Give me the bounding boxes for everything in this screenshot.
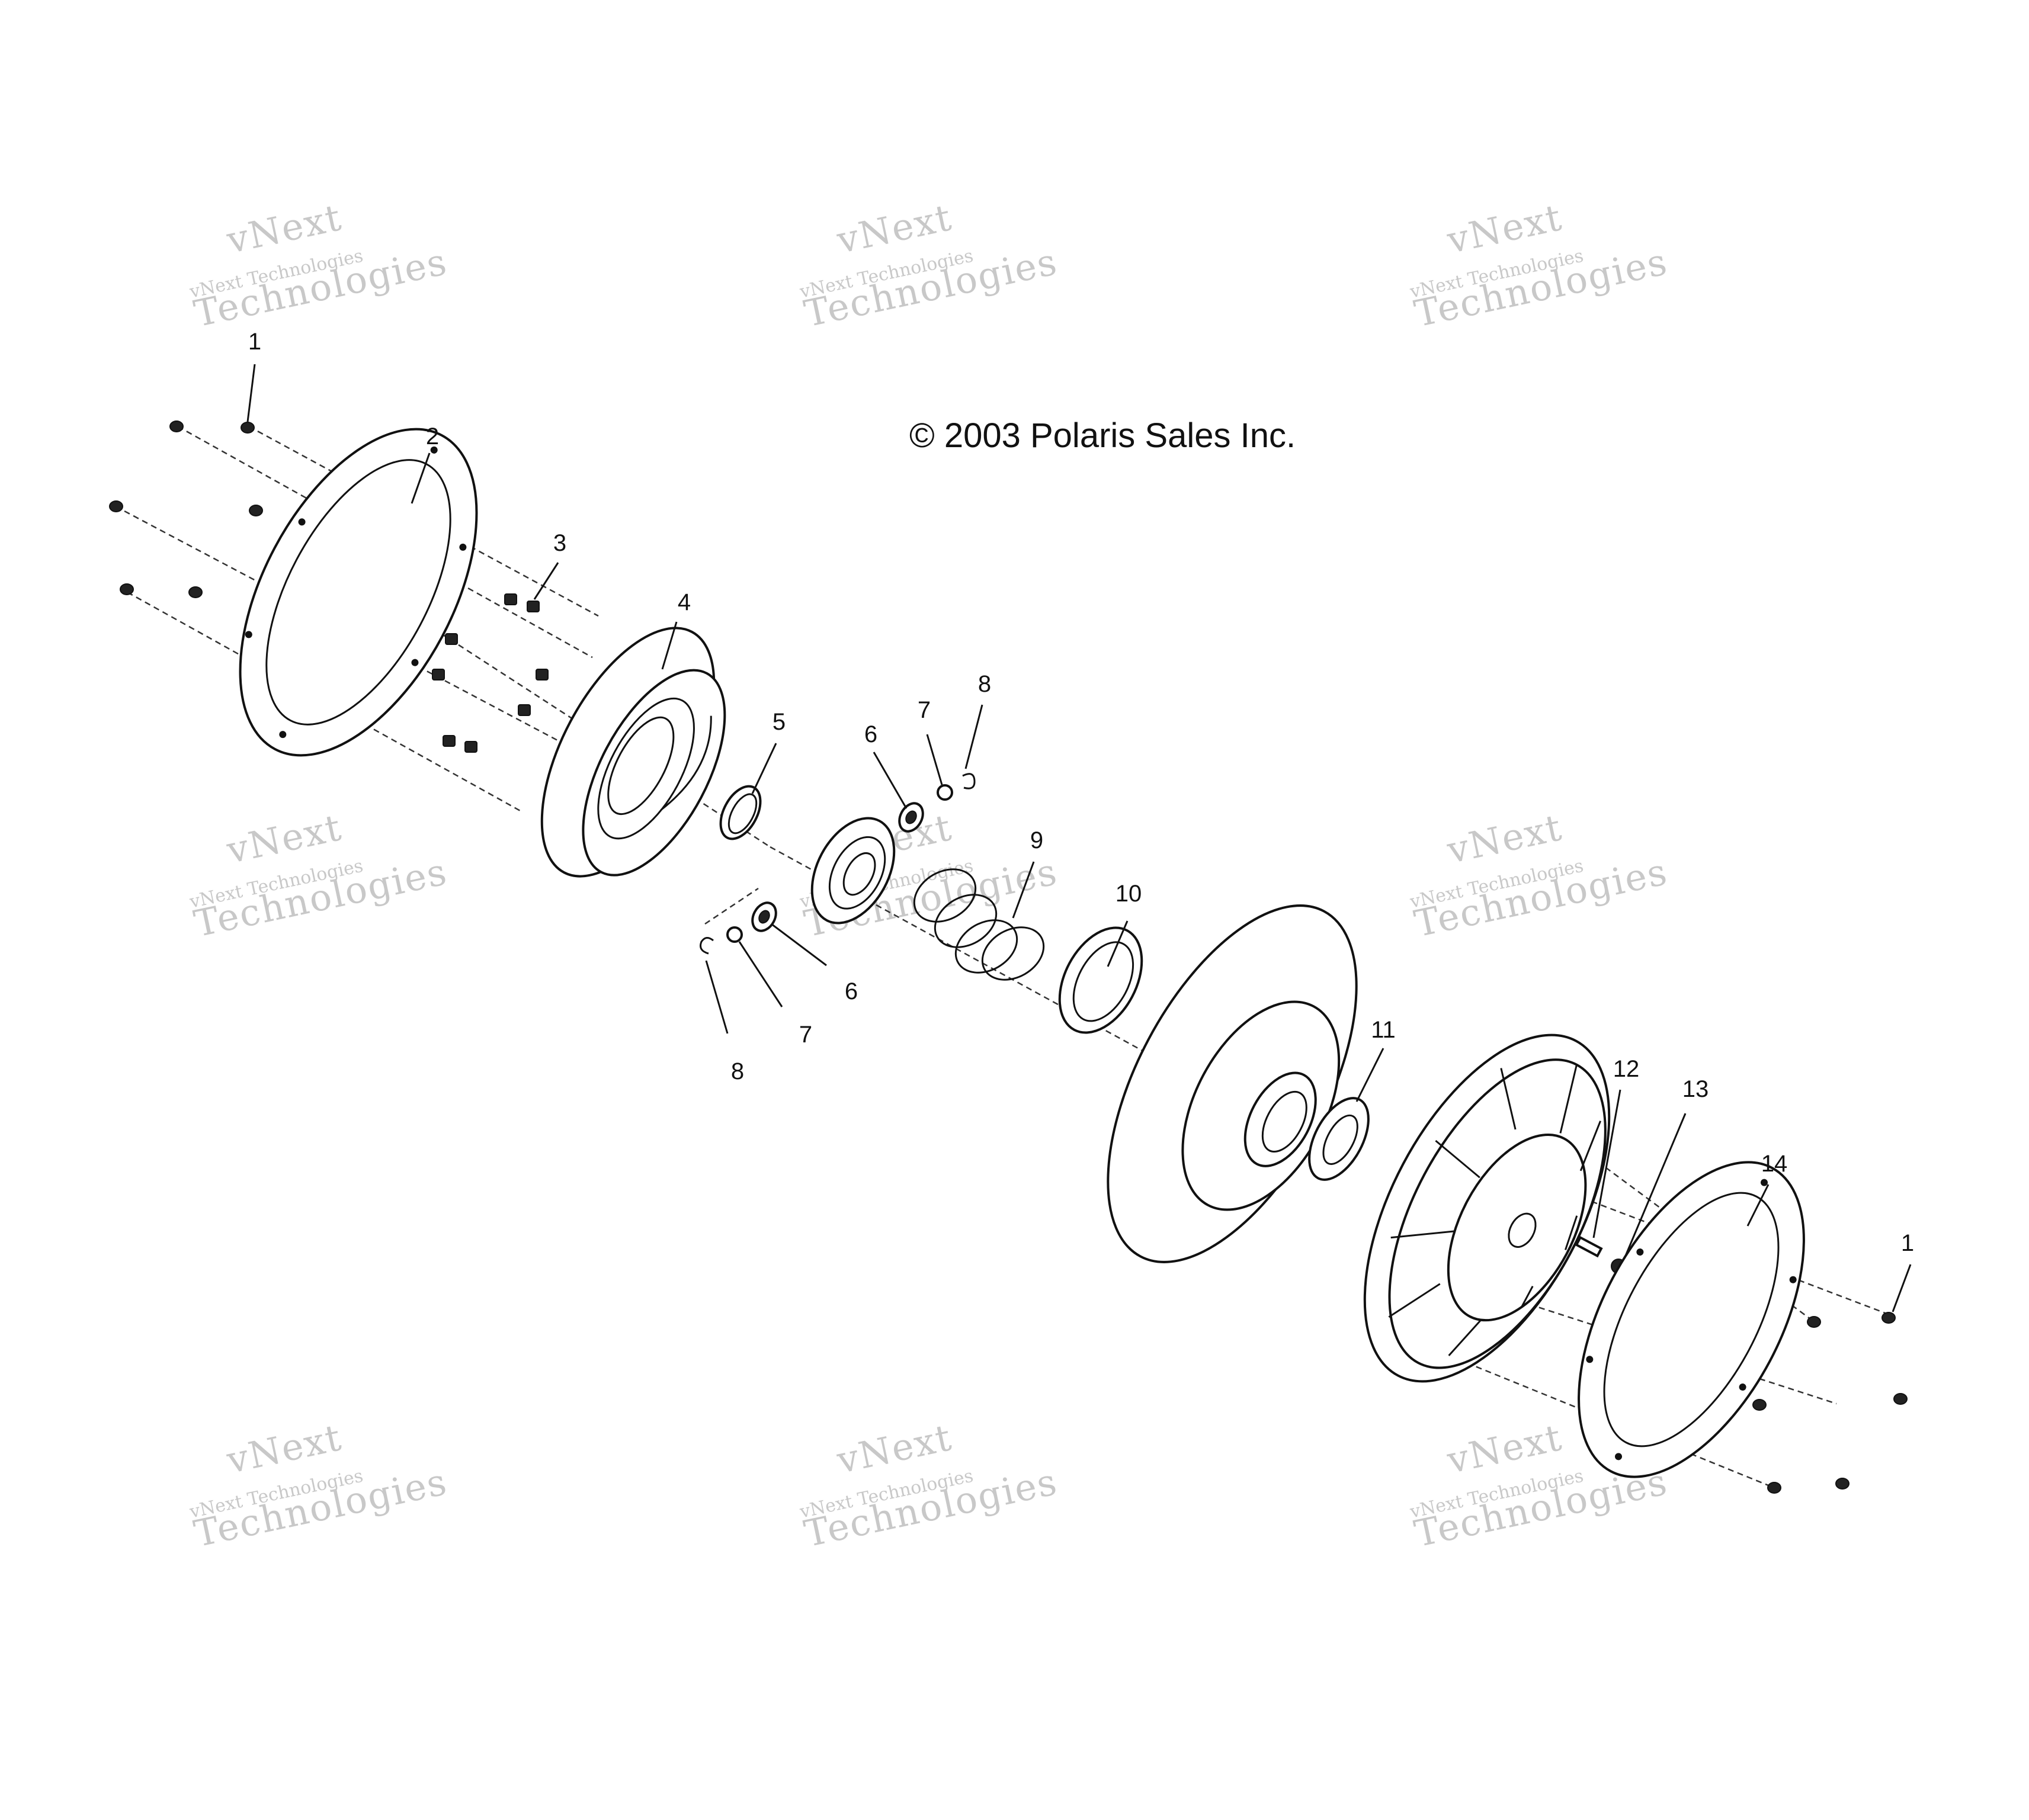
movable-sheave <box>1107 904 1358 1263</box>
bolt <box>1752 1399 1767 1411</box>
screw <box>536 669 549 681</box>
callout-9: 9 <box>1030 827 1043 853</box>
watermark: vNext vNext Technologies Technologies <box>797 1415 1061 1555</box>
callout-10: 10 <box>1116 881 1142 907</box>
screw <box>518 704 531 716</box>
callout-7-upper: 7 <box>918 697 931 723</box>
callout-6-upper: 6 <box>864 721 877 747</box>
callout-14: 14 <box>1761 1151 1788 1177</box>
watermark: vNext vNext Technologies Technologies <box>187 805 451 945</box>
bushing-upper <box>898 802 924 833</box>
bolt <box>1835 1478 1850 1490</box>
callout-2: 2 <box>426 423 439 450</box>
callout-12: 12 <box>1613 1056 1640 1082</box>
clip-upper <box>962 773 976 789</box>
watermark: vNext vNext Technologies Technologies <box>187 195 451 335</box>
watermark: vNext vNext Technologies Technologies <box>187 1415 451 1555</box>
screw <box>504 593 517 605</box>
retaining-ring <box>719 785 762 840</box>
cover-gasket-left <box>239 428 478 757</box>
fixed-sheave <box>1363 1033 1611 1383</box>
thrust-washer <box>1308 1097 1370 1181</box>
watermark: vNext vNext Technologies Technologies <box>797 195 1061 335</box>
seal-ring <box>1058 926 1143 1034</box>
callout-1-right: 1 <box>1901 1230 1914 1256</box>
bolt <box>188 586 203 598</box>
bolts-left <box>109 421 263 598</box>
screw <box>432 669 445 681</box>
washer-upper <box>937 784 953 801</box>
copyright-notice: © 2003 Polaris Sales Inc. <box>909 416 1296 455</box>
callout-6-lower: 6 <box>845 978 858 1004</box>
bolts-right <box>1752 1312 1908 1494</box>
callout-labels: 1 2 3 4 5 6 6 7 7 8 8 9 10 11 12 13 14 1 <box>248 329 1914 1256</box>
callout-8-lower: 8 <box>731 1058 744 1084</box>
callout-3: 3 <box>553 530 566 556</box>
watermark: vNext vNext Technologies Technologies <box>1408 805 1671 945</box>
bolt <box>1893 1393 1908 1405</box>
bushing-lower <box>751 901 777 932</box>
callout-13: 13 <box>1682 1076 1709 1102</box>
callout-leaders <box>246 364 1912 1312</box>
screw <box>445 633 458 645</box>
bolt <box>1767 1482 1781 1494</box>
bolt <box>169 421 184 432</box>
callout-11: 11 <box>1371 1017 1396 1043</box>
screw <box>527 601 540 612</box>
spring <box>913 868 1045 981</box>
screw <box>443 735 456 747</box>
cover-gasket-right <box>1578 1161 1805 1478</box>
bolt <box>1881 1312 1896 1324</box>
clip-lower <box>700 937 714 955</box>
bolt <box>120 583 134 595</box>
callout-1: 1 <box>248 329 261 355</box>
driven-housing <box>540 627 726 878</box>
bolt <box>241 422 255 434</box>
callout-5: 5 <box>773 709 786 735</box>
cam-spider <box>810 817 896 925</box>
pin <box>1575 1235 1603 1258</box>
screw <box>464 741 477 753</box>
callout-7-lower: 7 <box>799 1022 812 1048</box>
washer-lower <box>726 926 743 943</box>
callout-4: 4 <box>678 589 691 615</box>
screws-cover <box>432 593 549 753</box>
callout-8-upper: 8 <box>978 671 991 697</box>
watermark: vNext vNext Technologies Technologies <box>1408 195 1671 335</box>
bolt <box>249 505 263 516</box>
bolt <box>109 500 123 512</box>
bolt <box>1807 1316 1821 1328</box>
